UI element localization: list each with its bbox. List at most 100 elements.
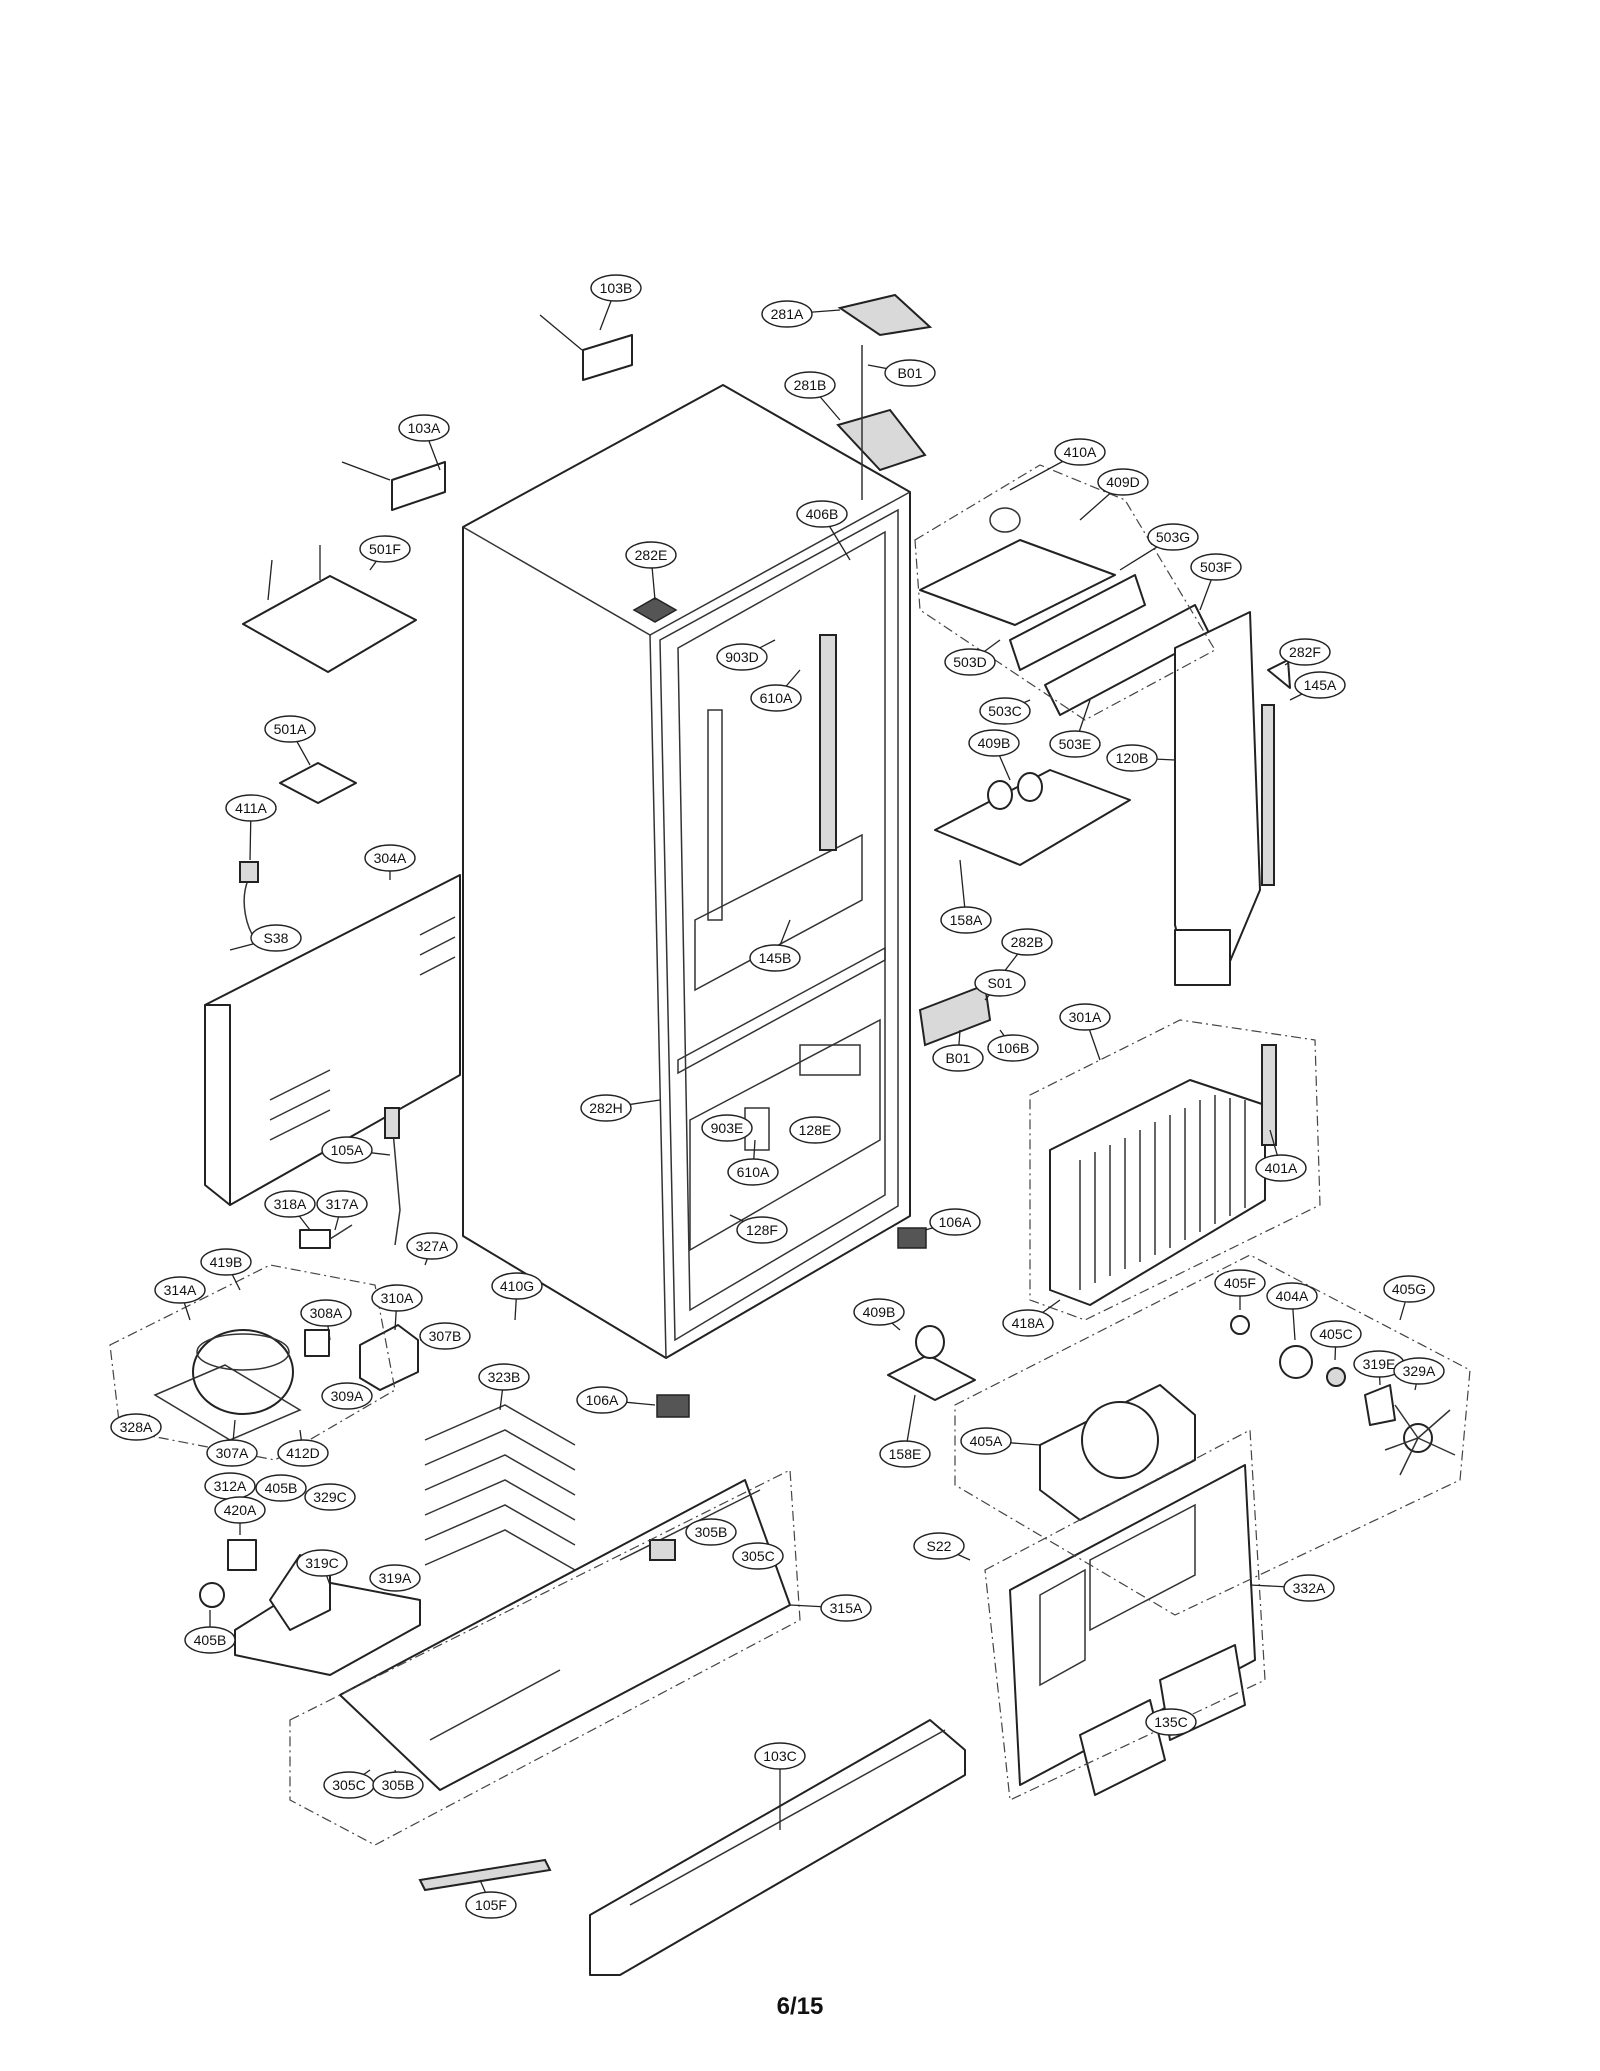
callout-bubble xyxy=(1255,1154,1307,1182)
callout-bubble xyxy=(932,1044,984,1072)
callout-418a: 418A xyxy=(1002,1299,1061,1337)
callout-bubble xyxy=(369,1564,421,1592)
callout-label: 103A xyxy=(408,420,441,436)
callout-bubble xyxy=(465,1891,517,1919)
callout-bubble xyxy=(716,643,768,671)
callout-label: 281A xyxy=(771,306,804,322)
callout-bubble xyxy=(371,1284,423,1312)
callout-329c: 329C xyxy=(304,1483,356,1511)
callout-bubble xyxy=(853,1298,905,1326)
callout-label: 405A xyxy=(970,1433,1003,1449)
callout-bubble xyxy=(406,1232,458,1260)
top-cap-282E xyxy=(632,597,678,623)
callout-501f: 501F xyxy=(359,535,411,571)
callout-bubble xyxy=(184,1626,236,1654)
callout-bubble xyxy=(761,300,813,328)
callout-bubble xyxy=(154,1276,206,1304)
callout-158a: 158A xyxy=(940,859,992,934)
callout-bubble xyxy=(960,1427,1012,1455)
callout-610a: 610A xyxy=(750,669,802,712)
lamp-cover-158E xyxy=(887,1325,976,1401)
hinge-281B xyxy=(836,345,927,500)
callout-label: 106A xyxy=(586,1392,619,1408)
callout-bubble xyxy=(419,1322,471,1350)
callout-b01: B01 xyxy=(867,359,936,387)
callout-bubble xyxy=(491,1272,543,1300)
pcb-501A xyxy=(279,762,357,804)
callout-105a: 105A xyxy=(321,1136,391,1164)
callout-bubble xyxy=(732,1542,784,1570)
callout-label: 305C xyxy=(741,1548,774,1564)
callout-312a: 312A xyxy=(204,1472,256,1500)
pcb-503G xyxy=(1009,574,1146,671)
callout-323b: 323B xyxy=(478,1363,530,1411)
fan-motor-404A xyxy=(1230,1315,1346,1387)
callout-405a: 405A xyxy=(960,1427,1041,1455)
callout-503f: 503F xyxy=(1190,553,1242,611)
callout-bubble xyxy=(940,906,992,934)
callout-315a: 315A xyxy=(789,1594,872,1622)
callout-bubble xyxy=(1310,1320,1362,1348)
callout-bubble xyxy=(304,1483,356,1511)
compressor-307A xyxy=(153,1329,302,1441)
callout-903d: 903D xyxy=(716,639,776,671)
leg-106A xyxy=(656,1227,927,1418)
callout-282h: 282H xyxy=(580,1094,661,1122)
callout-145b: 145B xyxy=(749,919,801,972)
callout-319c: 319C xyxy=(296,1549,348,1586)
callout-319a: 319A xyxy=(369,1564,421,1592)
callout-310a: 310A xyxy=(371,1284,423,1331)
callout-bubble xyxy=(1383,1275,1435,1303)
callout-bubble xyxy=(796,500,848,528)
callout-bubble xyxy=(1294,671,1346,699)
callout-label: 281B xyxy=(794,377,827,393)
callout-410a: 410A xyxy=(1009,438,1106,491)
callout-bubble xyxy=(590,274,642,302)
callout-305c: 305C xyxy=(732,1542,784,1570)
callout-bubble xyxy=(1279,638,1331,666)
callout-label: 135C xyxy=(1154,1714,1187,1730)
callout-label: B01 xyxy=(898,365,923,381)
callout-s22: S22 xyxy=(913,1532,971,1561)
callout-bubble xyxy=(944,648,996,676)
callout-bubble xyxy=(685,1518,737,1546)
callout-label: 282H xyxy=(589,1100,622,1116)
callout-bubble xyxy=(580,1094,632,1122)
callout-label: 405G xyxy=(1392,1281,1426,1297)
callout-327a: 327A xyxy=(406,1232,458,1266)
callout-b01: B01 xyxy=(932,1029,984,1072)
callout-128e: 128E xyxy=(789,1116,841,1144)
relay-310A xyxy=(304,1324,419,1391)
callout-layer: 103B281AB01281B103A410A409D406B503G282E5… xyxy=(110,274,1445,1919)
callout-label: S38 xyxy=(264,930,289,946)
callout-label: 405F xyxy=(1224,1275,1256,1291)
callout-bubble xyxy=(701,1114,753,1142)
callout-610a: 610A xyxy=(727,1139,779,1186)
callout-bubble xyxy=(264,1190,316,1218)
water-valve-317A xyxy=(299,1224,353,1249)
callout-bubble xyxy=(1049,730,1101,758)
callout-bubble xyxy=(727,1158,779,1186)
callout-bubble xyxy=(820,1594,872,1622)
callout-bubble xyxy=(1097,468,1149,496)
callout-label: 503G xyxy=(1156,529,1190,545)
duct-120B xyxy=(1174,611,1291,986)
callout-103c: 103C xyxy=(754,1742,806,1830)
callout-label: 409B xyxy=(978,735,1011,751)
callout-label: 128E xyxy=(799,1122,832,1138)
callout-label: 401A xyxy=(1265,1160,1298,1176)
callout-bubble xyxy=(749,944,801,972)
condenser-323B xyxy=(424,1404,576,1571)
callout-282e: 282E xyxy=(625,541,677,601)
callout-305b: 305B xyxy=(372,1769,424,1799)
group-outline-base xyxy=(289,1469,801,1846)
lamp-cover-158A xyxy=(934,769,1131,866)
callout-135c: 135C xyxy=(1145,1708,1197,1736)
callout-419b: 419B xyxy=(200,1248,252,1291)
callout-label: 501A xyxy=(274,721,307,737)
callout-s38: S38 xyxy=(229,924,302,952)
callout-420a: 420A xyxy=(214,1496,266,1535)
callout-307b: 307B xyxy=(419,1322,471,1350)
callout-bubble xyxy=(1214,1269,1266,1297)
callout-405b: 405B xyxy=(255,1474,307,1502)
